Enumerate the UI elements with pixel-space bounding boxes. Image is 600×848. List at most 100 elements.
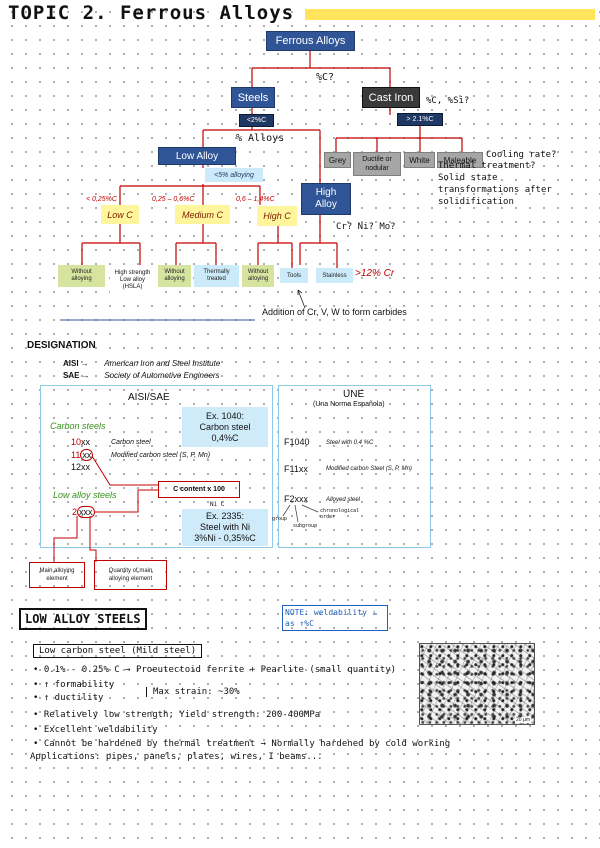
- une-panel: [278, 385, 431, 548]
- alloys-note: % Alloys: [236, 133, 285, 144]
- une-desc-f1040: Steel with 0.4 %C: [326, 440, 374, 446]
- sae-full: Society of Automotive Engineers: [104, 371, 220, 380]
- designation-title: DESIGNATION: [27, 340, 96, 351]
- property-line-2: • ↑ formability: [33, 680, 115, 690]
- aisi-panel-title: AISI/SAE: [128, 392, 170, 403]
- code-11xx-suffix: xx: [80, 449, 94, 461]
- aisi-full: American Iron and Steel Institute: [104, 359, 221, 368]
- low-alloy-steels-label: Low alloy steels: [53, 490, 117, 500]
- leaf-hsla-label: High strength Low alloy (HSLA): [114, 269, 151, 290]
- carbon-question-note: %C?: [316, 72, 335, 83]
- example-2335-line3: 3%Ni - 0,35%C: [194, 533, 256, 543]
- low-alloy-note: <5% alloying: [205, 168, 263, 182]
- sae-abbr: SAE →: [63, 371, 90, 380]
- node-low-c: Low C: [101, 205, 139, 224]
- cast-note-1: Cooling rate?: [486, 150, 557, 160]
- une-subtitle: (Una Norma Española): [313, 401, 385, 408]
- stainless-note: >12% Cr: [355, 268, 395, 279]
- node-cast-iron: Cast Iron: [362, 87, 420, 108]
- low-carbon-subtitle: Low carbon steel (Mild steel): [33, 644, 203, 658]
- node-ductile: Ductile or nodular: [353, 152, 401, 176]
- leaf-without-alloying-3: Without alloying: [242, 265, 274, 287]
- ni-c-note: Ni C: [210, 501, 225, 508]
- leaf-without-alloying-1: Without alloying: [58, 265, 105, 287]
- cast-note-3: Solid state: [438, 173, 498, 183]
- node-high-c: High C: [257, 206, 297, 226]
- une-note-group: group: [272, 516, 288, 522]
- range-low: < 0,25%C: [86, 196, 117, 203]
- une-code-f2xxx: F2xxx: [284, 494, 309, 504]
- weldability-note: NOTE: weldability ↓ as ↑%C: [282, 605, 388, 631]
- applications-line: Applications: pipes, panels, plates, wir…: [30, 752, 323, 762]
- main-alloying-box: Main alloying element: [29, 562, 85, 588]
- node-steels: Steels: [231, 87, 275, 108]
- example-1040-line2: Carbon steel: [199, 421, 251, 432]
- example-1040: Ex. 1040: Carbon steel 0,4%C: [182, 407, 268, 447]
- une-title: UNE: [343, 389, 365, 400]
- code-11xx-desc: Modified carbon steel (S, P, Mn): [111, 452, 211, 459]
- leaf-tools: Tools: [280, 268, 308, 283]
- node-white: White: [404, 152, 435, 168]
- cast-note-2: Thermal treatment?: [438, 161, 536, 171]
- range-medium: 0,25 – 0,6%C: [152, 196, 195, 203]
- steels-carbon-label: <2%C: [239, 114, 274, 127]
- aisi-panel: [40, 385, 273, 548]
- cast-iron-note: %C, %Si?: [426, 96, 470, 106]
- code-10xx-suffix: xx: [81, 437, 91, 447]
- carbon-steels-label: Carbon steels: [50, 421, 106, 431]
- code-10xx: 10xx: [71, 437, 90, 447]
- node-low-alloy: Low Alloy: [158, 147, 236, 165]
- code-10xx-desc: Carbon steel: [111, 439, 151, 446]
- code-2xxx-prefix: 2: [72, 507, 78, 517]
- code-2xxx-suffix: xxx: [77, 506, 95, 518]
- node-medium-c: Medium C: [175, 205, 230, 224]
- une-code-f1040: F1040: [284, 437, 310, 447]
- property-line-6: • Cannot be hardened by thermal treatmen…: [33, 739, 451, 749]
- leaf-hsla: High strength Low alloy (HSLA): [110, 265, 155, 295]
- node-ferrous-alloys: Ferrous Alloys: [266, 31, 355, 51]
- property-line-3: • ↑ ductility: [33, 693, 104, 703]
- leaf-stainless: Stainless: [316, 268, 353, 283]
- cast-note-5: solidification: [438, 197, 514, 207]
- micrograph-image: 20 μm: [419, 643, 535, 725]
- aisi-abbr: AISI →: [63, 359, 89, 368]
- property-line-5: • Excellent weldability: [33, 725, 158, 735]
- high-alloy-note: Cr? Ni? Mo?: [336, 222, 396, 232]
- title-highlight: [305, 9, 595, 20]
- range-high: 0,6 – 1,4%C: [236, 196, 275, 203]
- c-content-box: C content x 100: [158, 481, 240, 498]
- leaf-thermally-treated: Thermally treated: [194, 265, 239, 287]
- aisi-line: AISI → American Iron and Steel Institute: [63, 359, 220, 368]
- cast-notes: Cooling rate? Thermal treatment? Solid s…: [438, 149, 556, 208]
- une-desc-f2xxx: Alloyed steel: [326, 497, 361, 503]
- code-10xx-prefix: 10: [71, 437, 82, 447]
- cast-note-4: transformations after: [438, 185, 552, 195]
- example-1040-line1: Ex. 1040:: [205, 410, 245, 421]
- leaf-without-alloying-2: Without alloying: [158, 265, 191, 287]
- carbides-note: Addition of Cr, V, W to form carbides: [262, 307, 407, 317]
- low-alloy-title: LOW ALLOY STEELS: [19, 608, 147, 630]
- une-desc-f11xx: Modified carbon Steel (S, P, Mn): [326, 466, 412, 472]
- une-note-order: chronological order: [320, 508, 360, 520]
- example-2335-line1: Ex. 2335:: [205, 511, 245, 521]
- node-maleable: Maleable: [437, 152, 483, 168]
- example-2335-line2: Steel with Ni: [199, 522, 251, 532]
- quantity-main-box: Quantity of main alloying element: [94, 560, 167, 590]
- une-code-f11xx: F11xx: [284, 464, 308, 474]
- page-title: TOPIC 2. Ferrous Alloys: [8, 2, 295, 24]
- micrograph-scale: 20 μm: [515, 717, 531, 723]
- code-11xx-prefix: 11: [71, 450, 81, 460]
- cast-iron-carbon-label: > 2.1%C: [397, 113, 443, 126]
- node-grey: Grey: [324, 152, 351, 168]
- sae-line: SAE → Society of Automotive Engineers: [63, 371, 220, 380]
- node-high-alloy: High Alloy: [301, 183, 351, 215]
- une-note-subgroup: subgroup: [293, 523, 318, 529]
- property-line-1: • 0.1% - 0.25% C → Proeutectoid ferrite …: [33, 665, 397, 675]
- example-1040-line3: 0,4%C: [211, 432, 239, 443]
- property-line-4: • Relatively low strength; Yield strengt…: [33, 710, 321, 720]
